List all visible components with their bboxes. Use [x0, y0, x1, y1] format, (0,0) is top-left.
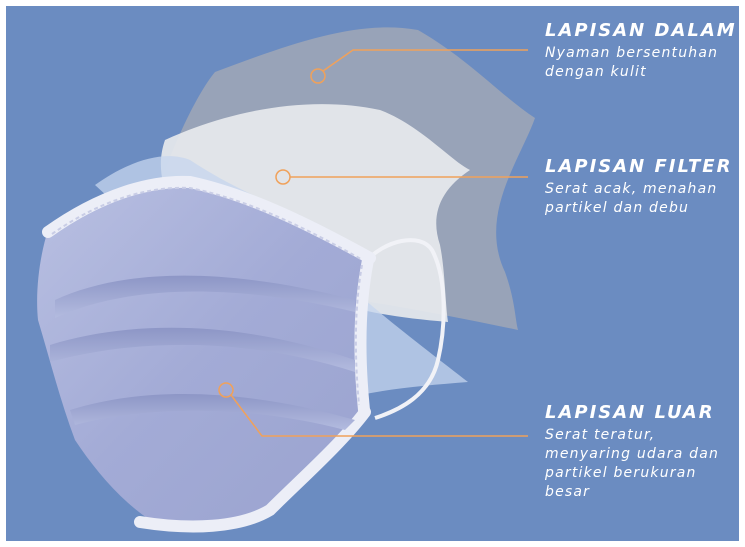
callout-title: LAPISAN LUAR [545, 402, 740, 424]
callout-title: LAPISAN DALAM [545, 20, 740, 42]
callout-desc-line: partikel dan debu [545, 199, 740, 218]
callout-desc-line: Serat teratur, [545, 426, 740, 445]
callout-desc-line: Nyaman bersentuhan [545, 44, 740, 63]
callout-outer-layer: LAPISAN LUAR Serat teratur, menyaring ud… [545, 402, 740, 502]
callout-filter-layer: LAPISAN FILTER Serat acak, menahan parti… [545, 156, 740, 218]
callout-inner-layer: LAPISAN DALAM Nyaman bersentuhan dengan … [545, 20, 740, 82]
callout-desc-line: partikel berukuran [545, 464, 740, 483]
callout-title: LAPISAN FILTER [545, 156, 740, 178]
callout-desc-line: dengan kulit [545, 63, 740, 82]
callout-desc-line: besar [545, 483, 740, 502]
callout-desc-line: menyaring udara dan [545, 445, 740, 464]
callout-desc-line: Serat acak, menahan [545, 180, 740, 199]
